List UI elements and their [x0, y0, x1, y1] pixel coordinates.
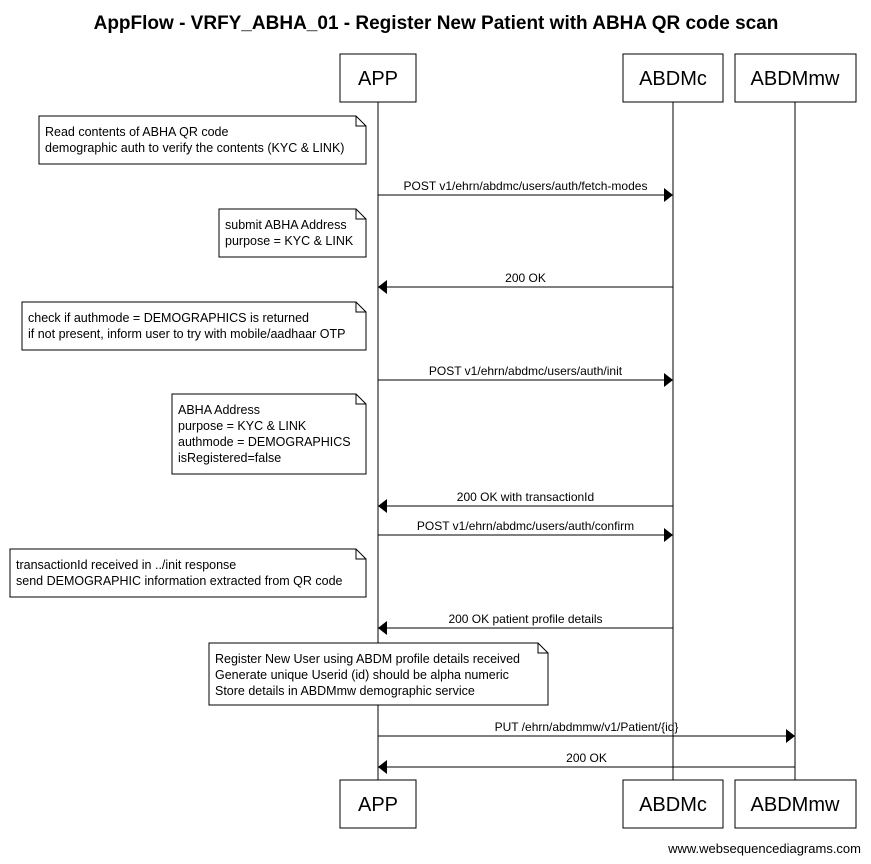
arrowhead-icon — [664, 188, 673, 202]
arrowhead-icon — [786, 729, 795, 743]
message-label: 200 OK patient profile details — [448, 612, 602, 626]
note-box — [9, 548, 367, 598]
arrowhead-icon — [378, 621, 387, 635]
actor-label: ABDMmw — [751, 794, 840, 816]
note-line: purpose = KYC & LINK — [225, 234, 354, 248]
note-line: ABHA Address — [178, 403, 260, 417]
actor-abdmmw-bottom: ABDMmw — [734, 779, 857, 829]
actor-label: ABDMc — [639, 68, 707, 90]
message-label: POST v1/ehrn/abdmc/users/auth/fetch-mode… — [404, 179, 648, 193]
note: transactionId received in ../init respon… — [9, 548, 367, 598]
arrowhead-icon — [664, 373, 673, 387]
note-line: Store details in ABDMmw demographic serv… — [215, 684, 475, 698]
actors-top: APP ABDMc ABDMmw — [339, 53, 857, 103]
arrowhead-icon — [664, 528, 673, 542]
actor-box — [622, 779, 724, 829]
message: 200 OK patient profile details — [378, 612, 673, 635]
note-box — [38, 115, 367, 165]
note-line: transactionId received in ../init respon… — [16, 558, 236, 572]
message: POST v1/ehrn/abdmc/users/auth/fetch-mode… — [378, 179, 673, 202]
events: Read contents of ABHA QR code demographic… — [9, 115, 795, 774]
actor-label: APP — [358, 68, 398, 90]
message: PUT /ehrn/abdmmw/v1/Patient/{id} — [378, 720, 795, 743]
actor-abdmc-top: ABDMc — [622, 53, 724, 103]
actor-box — [622, 53, 724, 103]
diagram-title: AppFlow - VRFY_ABHA_01 - Register New Pa… — [94, 13, 779, 34]
note-fold — [355, 549, 366, 560]
arrowhead-icon — [378, 280, 387, 294]
message-label: 200 OK — [566, 751, 607, 765]
note-line: demographic auth to verify the contents … — [45, 141, 344, 155]
note-fold — [537, 643, 548, 654]
note-fold — [355, 209, 366, 220]
note-line: if not present, inform user to try with … — [28, 327, 346, 341]
note: ABHA Address purpose = KYC & LINK authmode… — [171, 393, 367, 475]
actor-label: ABDMc — [639, 794, 707, 816]
actor-abdmc-bottom: ABDMc — [622, 779, 724, 829]
note-fold — [355, 116, 366, 127]
note: Register New User using ABDM profile det… — [208, 642, 549, 706]
actor-app-top: APP — [339, 53, 417, 103]
note-line: Register New User using ABDM profile det… — [215, 652, 520, 666]
actors-bottom: APP ABDMc ABDMmw — [339, 779, 857, 829]
actor-box — [339, 53, 417, 103]
message: 200 OK — [378, 271, 673, 294]
actor-box — [734, 53, 857, 103]
note-line: authmode = DEMOGRAPHICS — [178, 435, 351, 449]
message-label: PUT /ehrn/abdmmw/v1/Patient/{id} — [495, 720, 679, 734]
message: 200 OK with transactionId — [378, 490, 673, 513]
actor-label: ABDMmw — [751, 68, 840, 90]
arrowhead-icon — [378, 499, 387, 513]
message-label: POST v1/ehrn/abdmc/users/auth/init — [429, 364, 623, 378]
note-line: Generate unique Userid (id) should be al… — [215, 668, 509, 682]
message-label: 200 OK — [505, 271, 546, 285]
note-line: send DEMOGRAPHIC information extracted f… — [16, 574, 343, 588]
message: POST v1/ehrn/abdmc/users/auth/init — [378, 364, 673, 387]
message: 200 OK — [378, 751, 795, 774]
note: check if authmode = DEMOGRAPHICS is retu… — [21, 301, 367, 351]
watermark: www.websequencediagrams.com — [667, 841, 861, 856]
message-label: 200 OK with transactionId — [457, 490, 594, 504]
message-label: POST v1/ehrn/abdmc/users/auth/confirm — [417, 519, 634, 533]
arrowhead-icon — [378, 760, 387, 774]
actor-label: APP — [358, 794, 398, 816]
note: submit ABHA Address purpose = KYC & LINK — [218, 208, 367, 258]
note-line: check if authmode = DEMOGRAPHICS is retu… — [28, 311, 309, 325]
note-fold — [355, 302, 366, 313]
note-line: Read contents of ABHA QR code — [45, 125, 228, 139]
note-line: purpose = KYC & LINK — [178, 419, 307, 433]
note: Read contents of ABHA QR code demographic… — [38, 115, 367, 165]
actor-abdmmw-top: ABDMmw — [734, 53, 857, 103]
note-box — [171, 393, 367, 475]
note-line: isRegistered=false — [178, 451, 281, 465]
note-box — [208, 642, 549, 706]
note-box — [218, 208, 367, 258]
actor-app-bottom: APP — [339, 779, 417, 829]
note-box — [21, 301, 367, 351]
actor-box — [339, 779, 417, 829]
note-fold — [355, 394, 366, 405]
note-line: submit ABHA Address — [225, 218, 347, 232]
message: POST v1/ehrn/abdmc/users/auth/confirm — [378, 519, 673, 542]
actor-box — [734, 779, 857, 829]
